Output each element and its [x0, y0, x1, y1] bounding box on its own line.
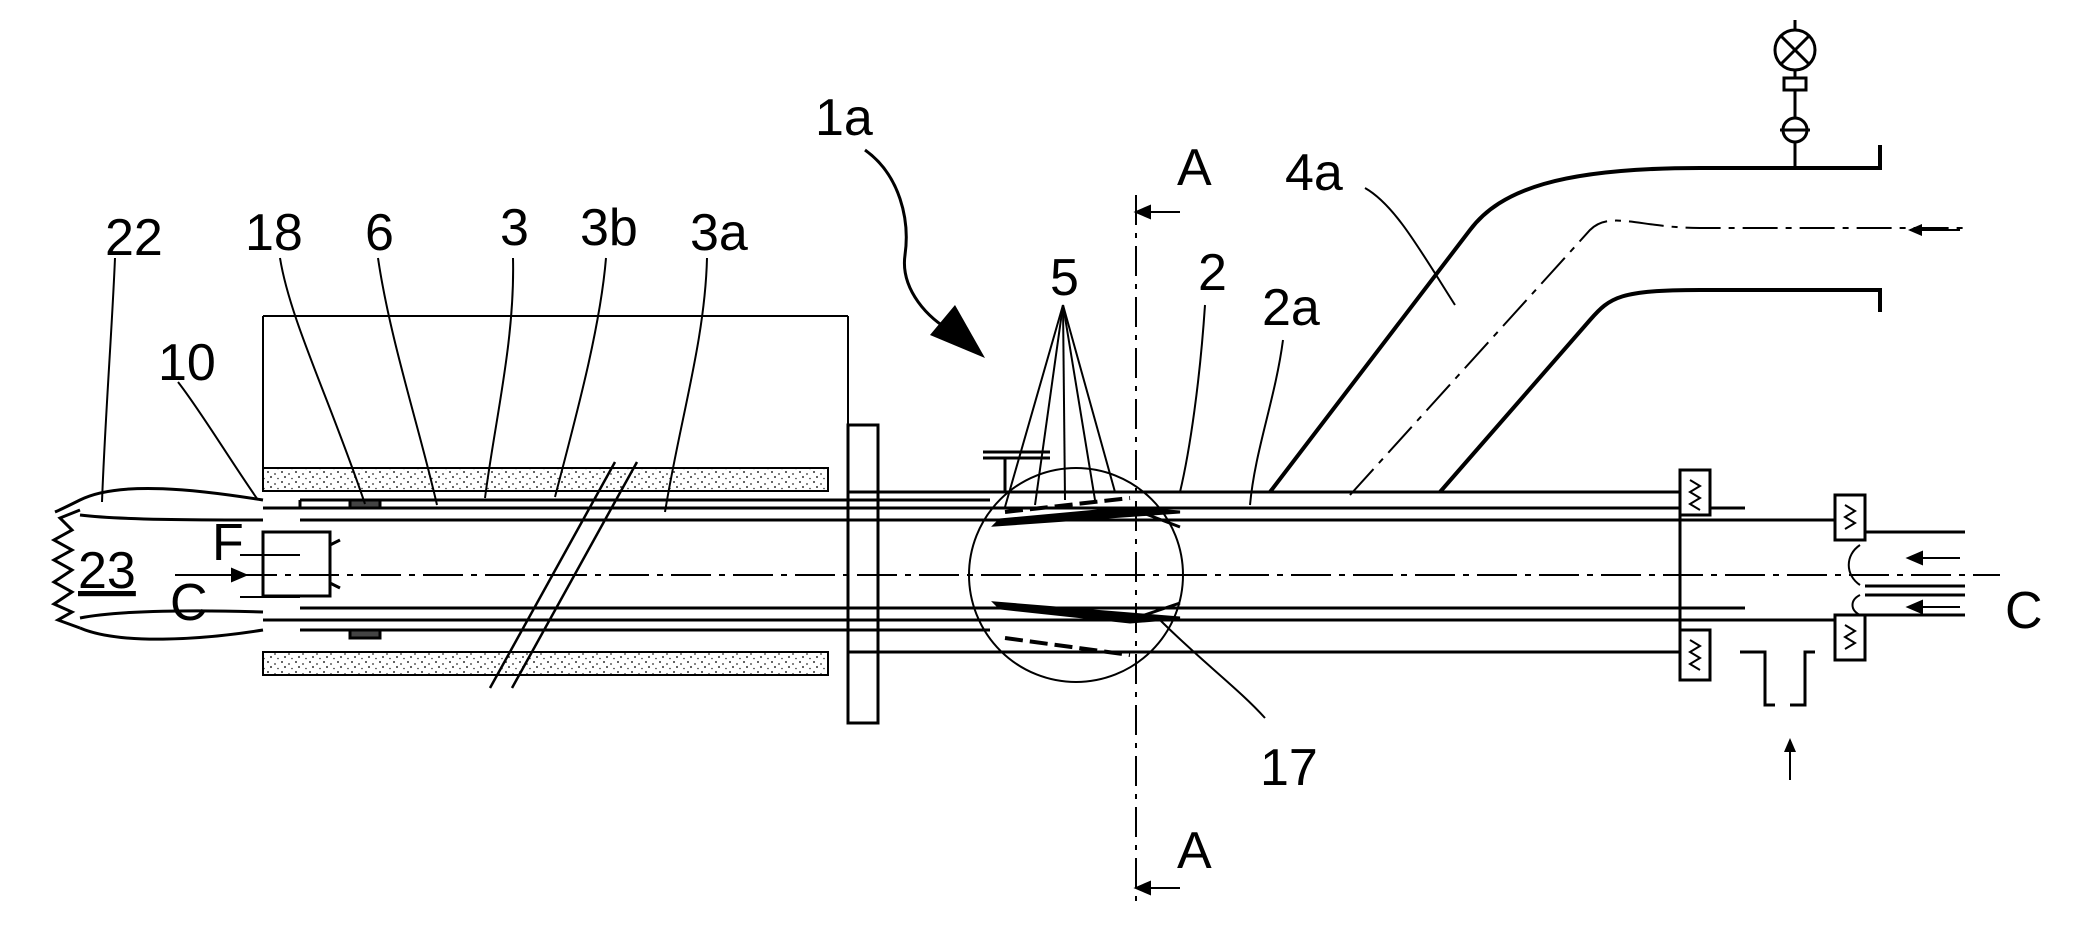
label-2a: 2a — [1262, 279, 1320, 337]
label-17: 17 — [1260, 739, 1318, 797]
label-5: 5 — [1050, 249, 1079, 307]
label-6: 6 — [365, 204, 394, 262]
label-23: 23 — [78, 542, 136, 600]
label-3a: 3a — [690, 204, 748, 262]
dimension-line — [263, 316, 848, 468]
label-10: 10 — [158, 334, 216, 392]
leader-lines — [102, 188, 1455, 718]
label-22: 22 — [105, 209, 163, 267]
insulation-top — [263, 468, 828, 491]
label-3b: 3b — [580, 199, 638, 257]
label-2: 2 — [1198, 244, 1227, 302]
injection-cones — [995, 498, 1180, 655]
label-c-right: C — [2005, 582, 2043, 640]
label-1a: 1a — [815, 89, 873, 147]
label-4a: 4a — [1285, 144, 1343, 202]
assembly-arrow — [865, 150, 985, 358]
label-18: 18 — [245, 204, 303, 262]
inlet-arrows — [1908, 552, 1960, 613]
label-f: F — [212, 514, 244, 572]
label-3: 3 — [500, 199, 529, 257]
label-a-bottom: A — [1177, 822, 1212, 880]
section-line-aa — [1136, 195, 1180, 905]
label-a-top: A — [1177, 139, 1212, 197]
label-c-left: C — [170, 574, 208, 632]
bottom-port — [1740, 652, 1815, 780]
valve-icon — [1775, 20, 1815, 168]
branch-pipe — [1270, 145, 1965, 495]
insulation-bottom — [263, 652, 828, 675]
